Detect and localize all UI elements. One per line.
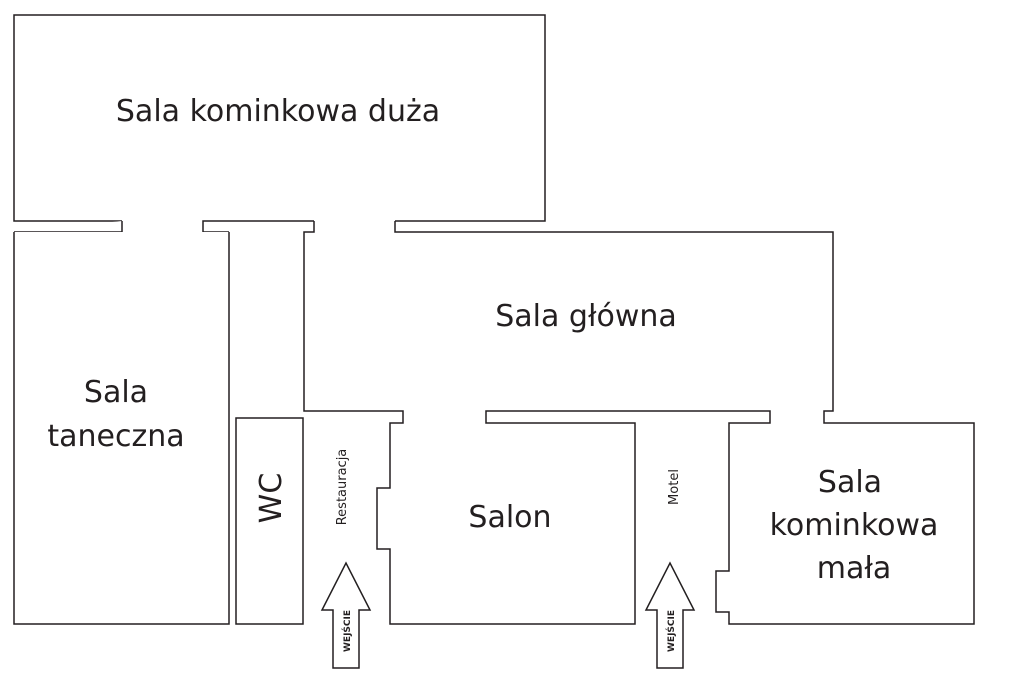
label-wc: WC bbox=[254, 473, 289, 524]
arrow-up-icon bbox=[644, 561, 696, 669]
wall-door-stub-left bbox=[14, 221, 123, 233]
label-restauracja: Restauracja bbox=[335, 449, 350, 526]
label-sala-taneczna-1: Sala bbox=[84, 375, 148, 410]
wall-door-stub-mid bbox=[202, 220, 314, 233]
entrance-label-right: WEJŚCIE bbox=[665, 610, 677, 652]
entrance-arrow-left[interactable]: WEJŚCIE bbox=[320, 561, 372, 669]
label-sala-kominkowa-mala-3: mała bbox=[817, 551, 892, 586]
label-sala-kominkowa-duza: Sala kominkowa duża bbox=[116, 94, 440, 129]
label-sala-kominkowa-mala-1: Sala bbox=[818, 465, 882, 500]
wall-sala-taneczna bbox=[13, 232, 230, 625]
entrance-arrow-right[interactable]: WEJŚCIE bbox=[644, 561, 696, 669]
wall-sala-glowna bbox=[303, 221, 975, 625]
label-salon: Salon bbox=[468, 500, 551, 535]
label-motel: Motel bbox=[667, 469, 682, 505]
label-sala-kominkowa-mala-2: kominkowa bbox=[770, 508, 939, 543]
room-wc bbox=[235, 417, 304, 625]
label-sala-glowna: Sala główna bbox=[495, 299, 677, 334]
arrow-up-icon bbox=[320, 561, 372, 669]
label-sala-taneczna-2: taneczna bbox=[47, 419, 184, 454]
entrance-label-left: WEJŚCIE bbox=[341, 610, 353, 652]
wall-sala-kominkowa-duza bbox=[13, 14, 546, 222]
